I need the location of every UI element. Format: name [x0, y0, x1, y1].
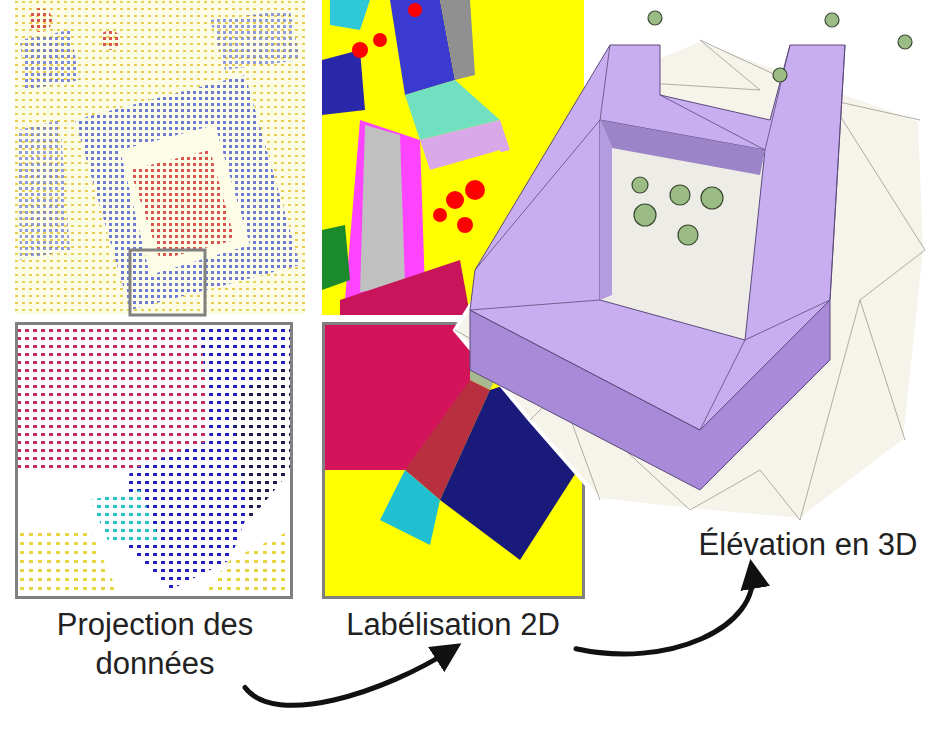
step-label: Labélisation 2D [322, 606, 584, 645]
curved-arrow [245, 649, 453, 706]
step-label-box: Labélisation 2D [322, 606, 584, 645]
step-label-box: Projection des données [20, 606, 290, 684]
step-label: Élévation en 3D [690, 526, 926, 565]
step-label-box: Élévation en 3D [690, 526, 926, 565]
point-cloud-panel [15, 0, 305, 315]
curved-arrow [576, 569, 753, 654]
zoom-points-panel [16, 323, 292, 598]
3d-model [455, 11, 925, 520]
step-label: Projection des données [20, 606, 290, 684]
